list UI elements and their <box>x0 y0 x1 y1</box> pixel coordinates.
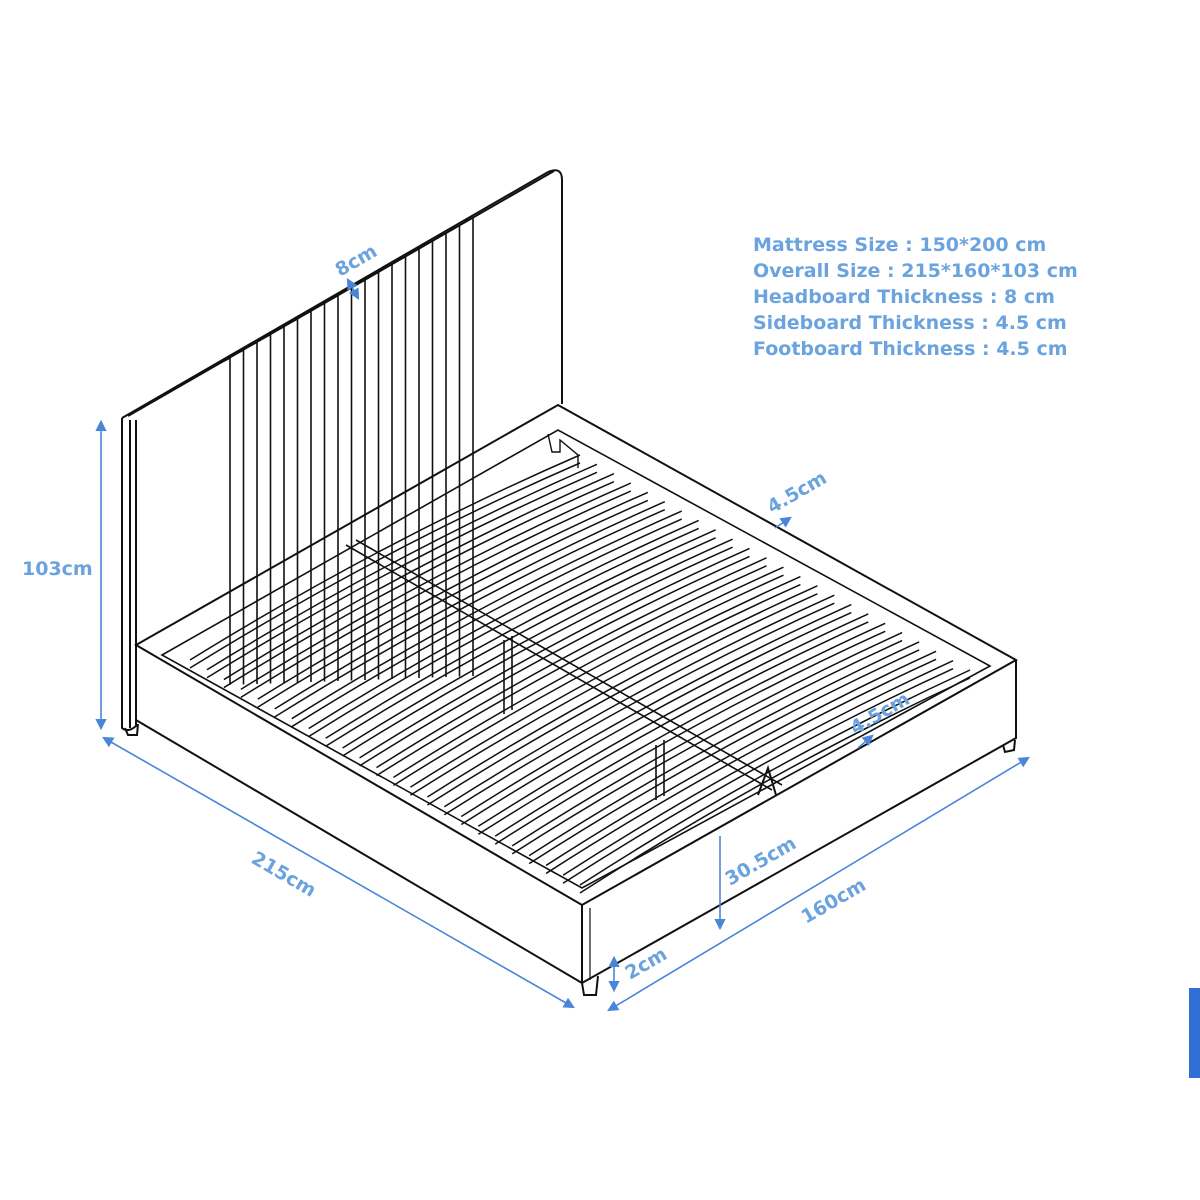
specifications: Mattress Size : 150*200 cm Overall Size … <box>753 232 1078 362</box>
headboard-channel <box>262 333 272 684</box>
slat <box>189 454 581 669</box>
height-label: 103cm <box>22 558 93 580</box>
sideboard-thickness-label: 4.5cm <box>764 467 831 518</box>
headboard-channel <box>424 239 434 678</box>
headboard-channel <box>275 325 285 683</box>
spec-mattress-size: Mattress Size : 150*200 cm <box>753 234 1047 256</box>
slat <box>342 538 733 757</box>
headboard-channel <box>370 270 380 680</box>
edge-scrollbar[interactable] <box>1189 988 1200 1078</box>
slat <box>274 501 666 718</box>
slat <box>223 473 615 689</box>
slat <box>494 622 886 845</box>
slat <box>206 463 598 679</box>
slat <box>477 613 869 835</box>
headboard-channel <box>289 317 299 683</box>
slat <box>257 491 649 708</box>
headboard-channel <box>437 231 447 677</box>
spec-overall-size: Overall Size : 215*160*103 cm <box>753 260 1078 282</box>
width-label: 160cm <box>798 874 870 928</box>
headboard-channel <box>343 286 353 681</box>
headboard-channel <box>248 341 258 684</box>
dimension-lines <box>95 278 1030 1012</box>
slats <box>189 454 971 894</box>
slat <box>291 510 683 728</box>
headboard-channel <box>221 356 231 685</box>
headboard-channel <box>451 224 461 677</box>
headboard-channel <box>383 263 393 679</box>
headboard-channel <box>464 216 474 676</box>
slat <box>308 519 699 738</box>
headboard-channel <box>410 247 420 678</box>
slat <box>528 641 920 865</box>
slat <box>325 529 716 747</box>
headboard-channel <box>329 294 339 681</box>
headboard-channel <box>356 278 366 680</box>
headboard-channel <box>235 348 245 685</box>
spec-headboard-thickness: Headboard Thickness : 8 cm <box>753 286 1055 308</box>
headboard-channel <box>302 309 312 682</box>
slat <box>359 547 750 767</box>
headboard-channel <box>316 302 326 682</box>
slat <box>240 482 632 698</box>
spec-sideboard-thickness: Sideboard Thickness : 4.5 cm <box>753 312 1067 334</box>
spec-footboard-thickness: Footboard Thickness : 4.5 cm <box>753 338 1068 360</box>
